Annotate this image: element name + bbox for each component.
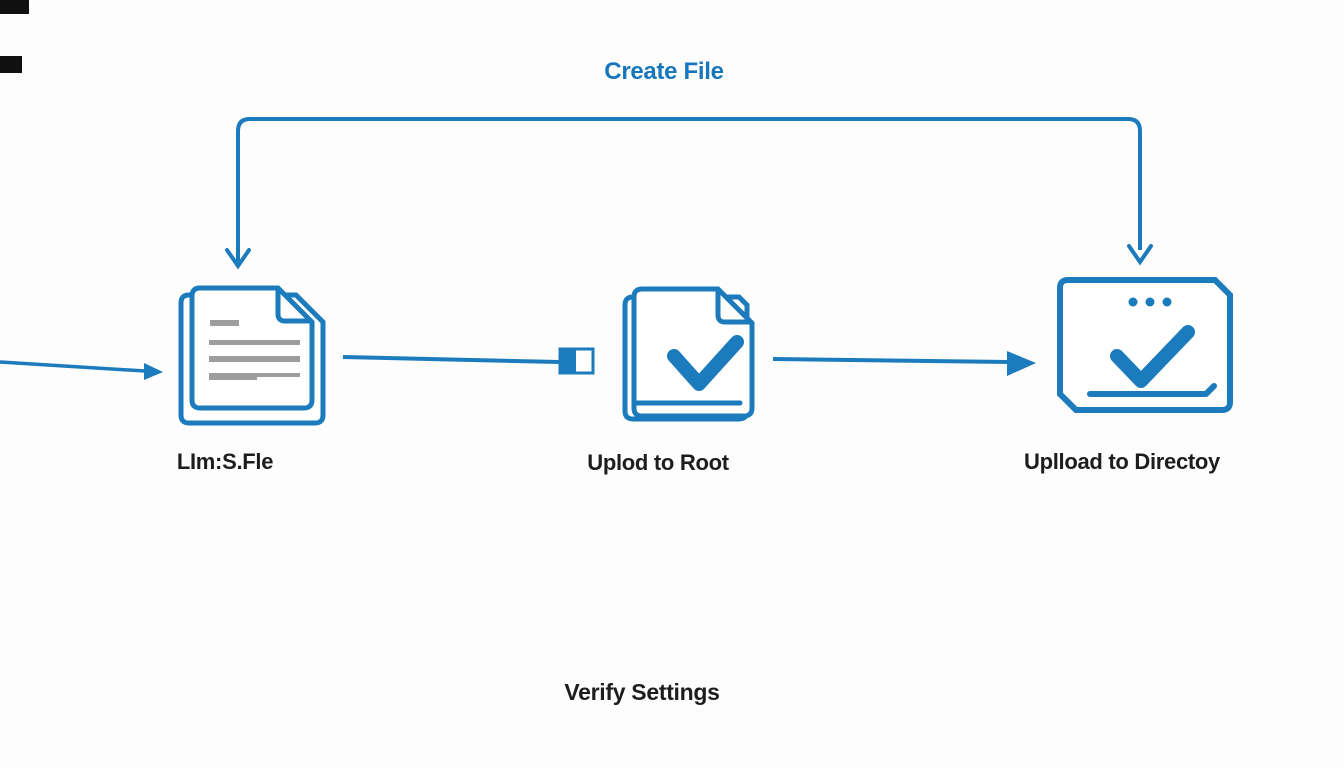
- text-line: [257, 373, 300, 377]
- text-line: [209, 356, 300, 362]
- file-to-root-connector: [342, 347, 595, 375]
- chevron-down-icon: [225, 248, 251, 270]
- create-file-loop-connector: [225, 117, 1153, 270]
- arrowhead-icon: [144, 363, 163, 380]
- dot: [1128, 297, 1138, 307]
- chevron-down-icon: [1127, 244, 1153, 266]
- node-label-upload-root: Uplod to Root: [587, 450, 729, 475]
- text-line: [209, 340, 300, 345]
- document-lines-icon: [178, 285, 326, 426]
- verify-settings-caption: Verify Settings: [564, 679, 719, 705]
- square-terminator-fill: [559, 348, 576, 374]
- checkmark-icon: [1110, 325, 1195, 388]
- node-label-source-file: LIm:S.Fle: [177, 449, 273, 474]
- corner-artifact-top: [0, 0, 29, 14]
- connector-line: [342, 355, 560, 364]
- loop-rail: [236, 117, 1142, 262]
- create-file-heading: Create File: [604, 58, 723, 85]
- document-check-icon: [622, 286, 755, 422]
- corner-artifact-lower: [0, 56, 22, 73]
- fold-corner: [715, 290, 750, 325]
- dot: [1162, 297, 1172, 307]
- bottom-bar: [1087, 383, 1217, 397]
- arrow-line: [0, 360, 146, 373]
- arrowhead-icon: [1007, 351, 1036, 376]
- corner-artifacts: [0, 0, 29, 73]
- text-line: [210, 320, 239, 326]
- front-page: [189, 285, 315, 411]
- node-label-upload-directory: Uplload to Directoy: [1024, 449, 1221, 474]
- fold-corner: [275, 289, 310, 324]
- root-to-directory-connector: [772, 351, 1036, 376]
- checkmark-icon: [667, 335, 744, 391]
- dot: [1145, 297, 1155, 307]
- entry-arrow: [0, 360, 163, 380]
- card-outline: [1057, 277, 1233, 413]
- card-check-icon: [1057, 277, 1233, 413]
- connector-line: [772, 357, 1010, 364]
- text-line: [209, 373, 257, 380]
